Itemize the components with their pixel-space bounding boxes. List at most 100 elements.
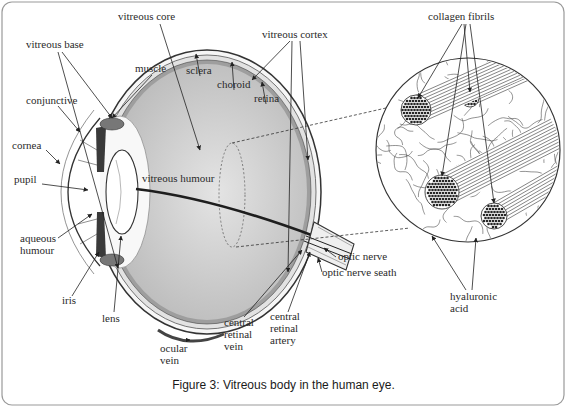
hyaluronic-chain — [420, 50, 432, 83]
part-label: central retinal vein — [224, 316, 264, 352]
fibril-section — [498, 220, 501, 223]
fibril-section — [446, 195, 449, 198]
fibril-section — [421, 100, 424, 103]
part-label: lens — [102, 312, 120, 324]
fibril-section — [452, 183, 455, 186]
fibril-section — [427, 186, 430, 189]
fibril-section — [487, 217, 490, 220]
fibril-section — [448, 180, 451, 183]
fibril-section — [495, 226, 498, 229]
fibril-section — [422, 115, 425, 118]
fibril-section — [448, 204, 451, 207]
sclera-layer — [93, 50, 321, 334]
fibril-section — [495, 220, 498, 223]
hyaluronic-chain — [488, 118, 523, 126]
part-label: ocular vein — [160, 342, 200, 366]
fibril-section — [499, 223, 502, 226]
part-label: optic nerve — [338, 250, 387, 262]
fibril-section — [410, 103, 413, 106]
fibril-section — [413, 97, 416, 100]
fibril-section — [442, 186, 445, 189]
fibril-section — [407, 109, 410, 112]
fibril-section — [440, 189, 443, 192]
part-label: iris — [62, 294, 76, 306]
fibril-section — [433, 186, 436, 189]
part-label: cornea — [12, 139, 41, 151]
fibril-section — [404, 103, 407, 106]
fibril-section — [416, 103, 419, 106]
fibril-section — [404, 115, 407, 118]
fibril-section — [418, 112, 421, 115]
magnified-structure — [359, 27, 567, 262]
fibril-section — [425, 115, 428, 118]
fibril-section — [449, 189, 452, 192]
fibril-section — [495, 208, 498, 211]
hyaluronic-chain — [399, 155, 428, 179]
fibril-section — [430, 186, 433, 189]
hyaluronic-chain — [444, 27, 448, 65]
hyaluronic-chain — [443, 188, 456, 223]
fibril-section — [487, 211, 490, 214]
hyaluronic-chain — [410, 220, 440, 241]
hyaluronic-chain — [419, 142, 456, 149]
fibril-section — [484, 211, 487, 214]
fibril-section — [428, 109, 431, 112]
fibril-section — [440, 195, 443, 198]
hyaluronic-chain — [386, 145, 407, 169]
figure-frame — [2, 2, 564, 405]
part-label: collagen fibrils — [428, 10, 494, 22]
collagen-fibril — [488, 156, 567, 206]
hyaluronic-chain — [538, 84, 545, 123]
fibril-section — [451, 192, 454, 195]
fibril-section — [416, 121, 419, 124]
part-label: vitreous core — [118, 10, 175, 22]
fibril-section — [501, 208, 504, 211]
fibril-section — [495, 214, 498, 217]
hyaluronic-chain — [376, 125, 391, 152]
choroid-layer — [98, 55, 316, 329]
fibril-section — [433, 180, 436, 183]
fibril-section — [455, 189, 458, 192]
fibril-section — [410, 115, 413, 118]
fibril-section — [445, 198, 448, 201]
fibril-section — [436, 204, 439, 207]
fibril-section — [446, 189, 449, 192]
hyaluronic-chain — [457, 133, 497, 141]
fibril-section — [489, 214, 492, 217]
fibril-section — [406, 106, 409, 109]
fibril-section — [442, 192, 445, 195]
fibril-section — [434, 183, 437, 186]
fibril-section — [443, 183, 446, 186]
fibril-section — [498, 208, 501, 211]
fibril-section — [452, 201, 455, 204]
fibril-section — [443, 177, 446, 180]
fibril-section — [492, 214, 495, 217]
zoom-line — [232, 108, 386, 143]
lens-shape — [106, 150, 138, 234]
fibril-section — [428, 183, 431, 186]
fibril-section — [490, 211, 493, 214]
fibril-section — [412, 112, 415, 115]
collagen-fibril — [411, 49, 521, 98]
part-label: aqueous humour — [20, 232, 70, 256]
fibril-section — [413, 121, 416, 124]
fibril-section — [504, 214, 507, 217]
fibril-section — [437, 195, 440, 198]
fibril-section — [489, 220, 492, 223]
fibril-section — [424, 106, 427, 109]
zoom-line — [236, 228, 410, 247]
cornea-shape — [68, 118, 100, 266]
fibril-section — [486, 208, 489, 211]
eye-globe — [61, 50, 354, 341]
fibril-section — [431, 201, 434, 204]
fibril-section — [454, 186, 457, 189]
hyaluronic-chain — [400, 124, 435, 140]
conjunctiva-line — [61, 110, 94, 274]
fibril-section — [433, 204, 436, 207]
collagen-fibril — [436, 122, 552, 181]
part-label: retina — [254, 92, 279, 104]
fibril-section — [415, 112, 418, 115]
collagen-bundle — [401, 47, 532, 125]
fibril-section — [404, 109, 407, 112]
